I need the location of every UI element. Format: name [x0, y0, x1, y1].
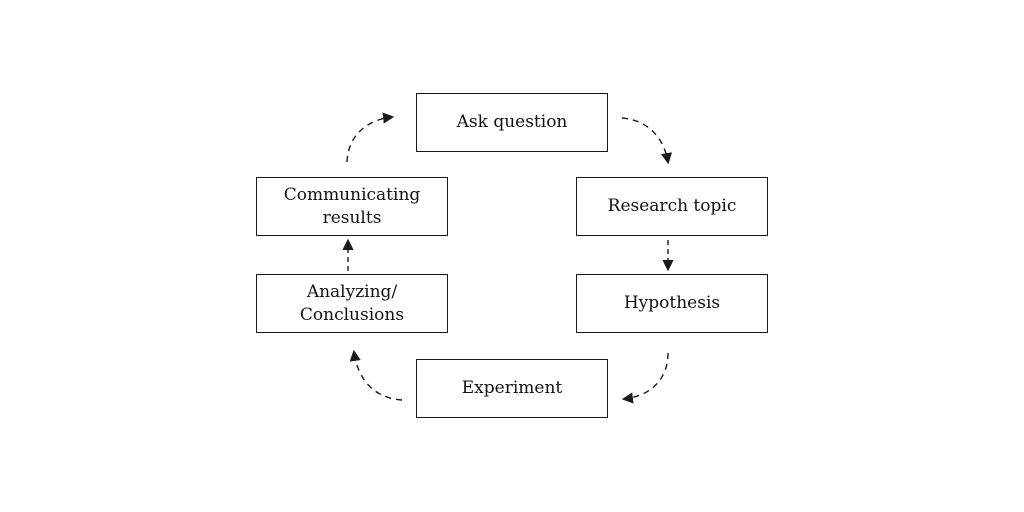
node-experiment: Experiment [416, 359, 608, 418]
node-analyzing-conclusions: Analyzing/ Conclusions [256, 274, 448, 333]
node-analyzing-conclusions-label: Analyzing/ Conclusions [299, 281, 405, 325]
node-hypothesis: Hypothesis [576, 274, 768, 333]
node-communicating-results: Communicating results [256, 177, 448, 236]
node-ask-question-label: Ask question [456, 112, 568, 132]
node-research-topic-label: Research topic [607, 196, 737, 216]
arrow-ask-to-research [621, 117, 673, 165]
arrow-experiment-to-analyzing [349, 349, 403, 401]
arrow-hypothesis-to-experiment [621, 352, 669, 404]
node-communicating-results-label: Communicating results [283, 184, 421, 228]
node-research-topic: Research topic [576, 177, 768, 236]
node-ask-question: Ask question [416, 93, 608, 152]
node-hypothesis-label: Hypothesis [623, 293, 721, 313]
node-experiment-label: Experiment [461, 378, 563, 398]
arrow-communicating-to-ask [346, 112, 395, 163]
